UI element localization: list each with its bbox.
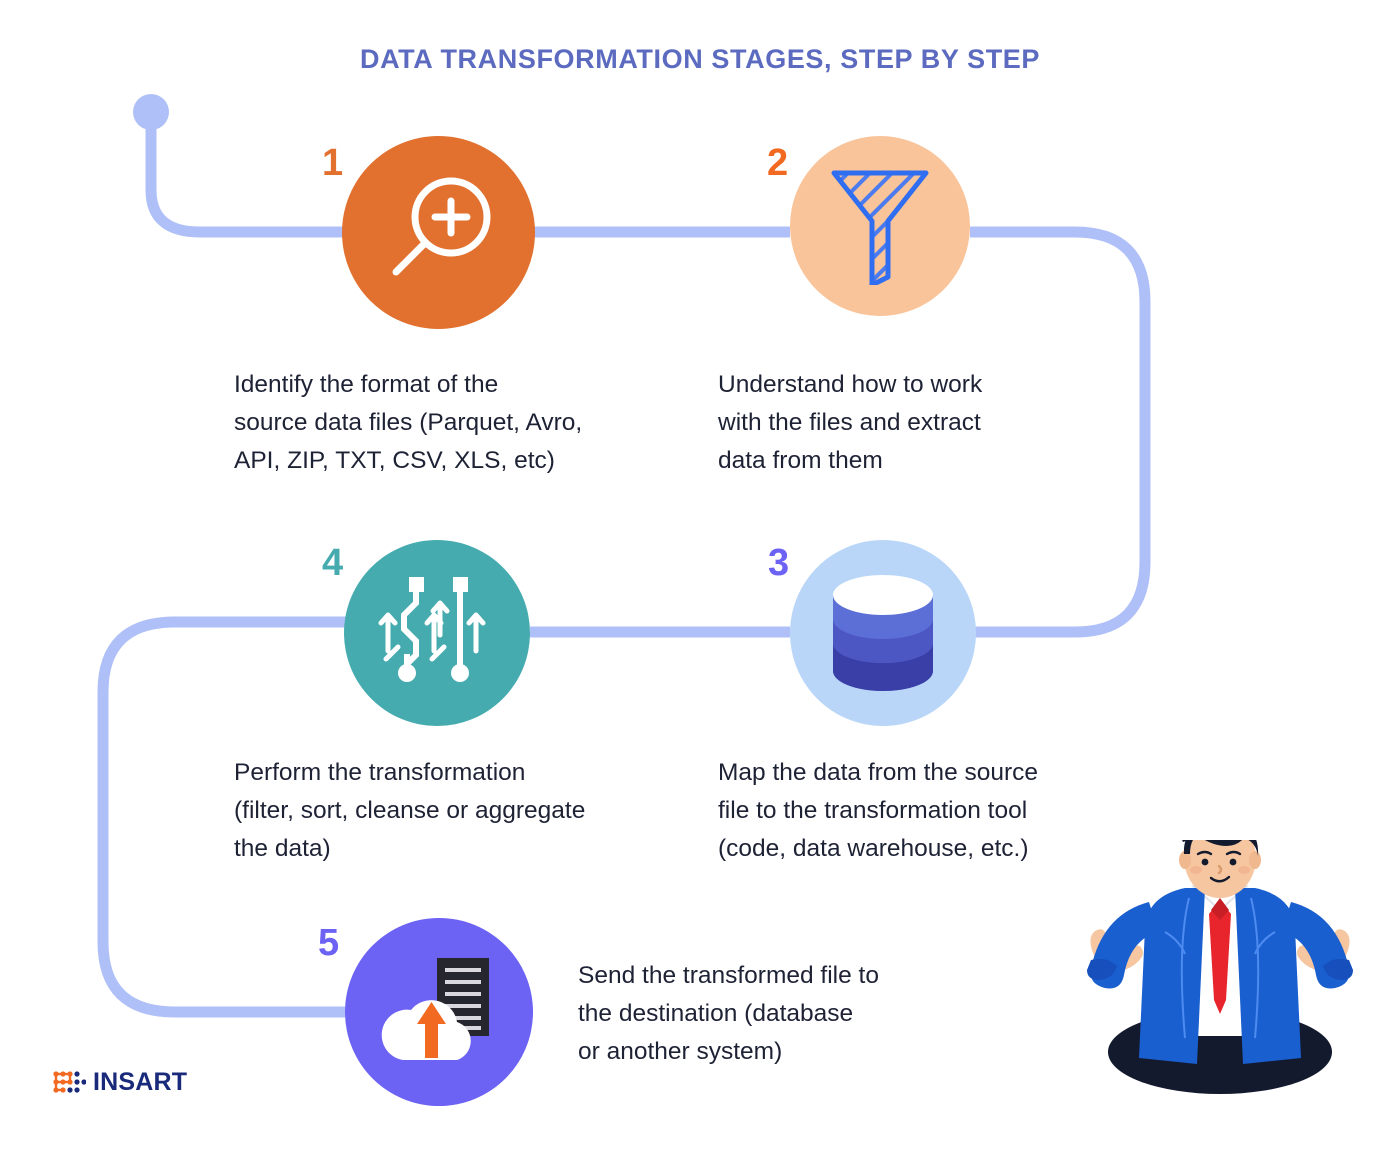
step-number-5: 5 <box>318 922 340 964</box>
magnifier-plus-icon <box>392 177 491 276</box>
step-text-2: Understand how to work with the files an… <box>718 371 983 474</box>
step-circle-2[interactable] <box>790 136 970 316</box>
funnel-filter-icon <box>831 170 929 285</box>
step-text-4: Perform the transformation (filter, sort… <box>234 759 586 862</box>
cloud-upload-document-icon <box>381 958 489 1060</box>
connector-start-to-step1 <box>145 112 354 238</box>
insart-dot-grid-mark <box>53 1070 86 1093</box>
flow-start-dot <box>133 94 169 130</box>
step-circle-3[interactable] <box>790 540 976 726</box>
step-number-1: 1 <box>322 142 344 184</box>
insart-logo[interactable]: INSART <box>52 1068 187 1097</box>
step-number-3: 3 <box>768 542 790 584</box>
step-circle-5[interactable] <box>345 918 533 1106</box>
step-text-3: Map the data from the source file to the… <box>718 759 1039 862</box>
step-text-1: Identify the format of the source data f… <box>234 371 583 474</box>
step-circle-1[interactable] <box>342 136 535 329</box>
step-number-2: 2 <box>767 142 789 184</box>
step-number-4: 4 <box>322 542 344 584</box>
data-transform-arrows-icon <box>378 577 486 682</box>
page-title: DATA TRANSFORMATION STAGES, STEP BY STEP <box>359 44 1041 74</box>
logo-wordmark: INSART <box>93 1068 188 1096</box>
step-text-5: Send the transformed file to the destina… <box>578 962 879 1065</box>
database-cylinder-icon <box>833 575 933 691</box>
meditating-businessman-illustration <box>1087 840 1353 1094</box>
step-circle-4[interactable] <box>344 540 530 726</box>
